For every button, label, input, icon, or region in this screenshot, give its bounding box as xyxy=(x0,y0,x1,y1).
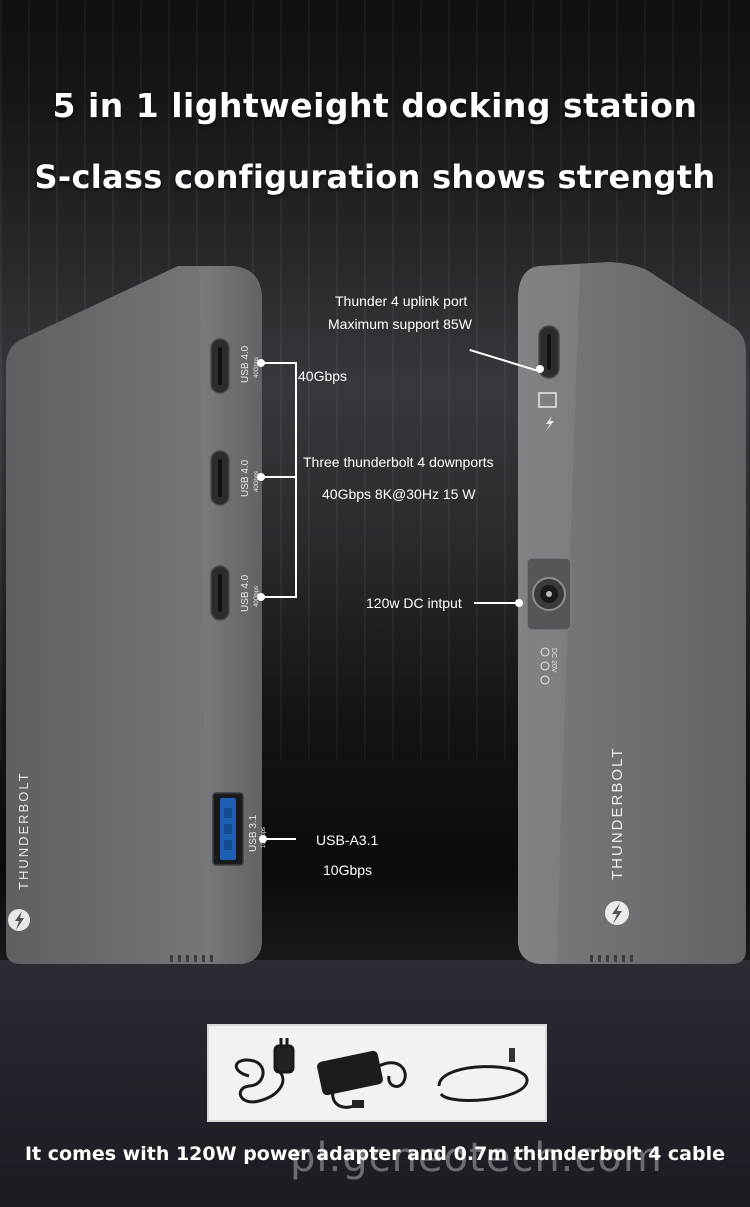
callout-dot xyxy=(536,365,544,373)
callout-dot xyxy=(515,599,523,607)
usb-c-port-1 xyxy=(210,338,230,394)
uplink-spec: Maximum support 85W xyxy=(328,316,472,332)
callout-line xyxy=(262,596,296,598)
right-dock: DC 20V THUNDERBOLT xyxy=(518,262,746,964)
headline-title: 5 in 1 lightweight docking station xyxy=(52,86,698,125)
port-label-4: USB 3.1 xyxy=(248,814,259,852)
dc-input-label: 120w DC intput xyxy=(366,595,462,611)
accessories-caption: It comes with 120W power adapter and 0.7… xyxy=(24,1143,726,1165)
usb-c-port-2 xyxy=(210,450,230,506)
downports-title: Three thunderbolt 4 downports xyxy=(303,454,494,470)
uplink-usb-c-port xyxy=(538,325,560,379)
callout-dot xyxy=(257,593,265,601)
accessories-photo xyxy=(207,1024,547,1122)
port-sublabel-2: 40Gbps xyxy=(254,471,260,492)
usb-a-port xyxy=(212,792,244,866)
usba-speed: 10Gbps xyxy=(323,862,373,878)
callout-line xyxy=(262,362,296,364)
thunderbolt-cable-icon xyxy=(437,1048,529,1102)
callout-dot xyxy=(257,473,265,481)
devices-illustration: USB 4.0 40Gbps USB 4.0 40Gbps USB 4.0 40… xyxy=(6,262,746,964)
headline-subtitle: S-class configuration shows strength xyxy=(34,158,716,196)
monitor-icon xyxy=(538,392,557,408)
right-dock-vents xyxy=(590,955,633,962)
left-thunderbolt-wordmark: THUNDERBOLT xyxy=(16,771,31,890)
downports-spec: 40Gbps 8K@30Hz 15 W xyxy=(322,486,476,502)
accessories-illustration xyxy=(235,1038,529,1109)
bracket-speed-label: 40Gbps xyxy=(298,368,348,384)
right-thunderbolt-logo-icon xyxy=(605,901,629,925)
right-thunderbolt-wordmark: THUNDERBOLT xyxy=(609,747,626,880)
usba-title: USB-A3.1 xyxy=(316,832,379,848)
left-dock-vents xyxy=(170,955,213,962)
watermark: pl.gcneotech.com xyxy=(290,1135,663,1181)
left-thunderbolt-logo-icon xyxy=(8,909,30,931)
callout-line xyxy=(262,476,296,478)
power-cord-icon xyxy=(235,1038,295,1104)
callout-dot xyxy=(257,359,265,367)
callout-line xyxy=(474,602,520,604)
port-label-2: USB 4.0 xyxy=(240,459,251,497)
callout-line xyxy=(264,838,296,840)
polarity-icon xyxy=(540,647,550,685)
usb-c-port-3 xyxy=(210,565,230,621)
bolt-icon xyxy=(546,416,554,431)
callout-dot xyxy=(259,835,267,843)
power-adapter-icon xyxy=(317,1050,407,1109)
port-label-3: USB 4.0 xyxy=(240,574,251,612)
port-sublabel-1: 40Gbps xyxy=(254,357,260,378)
dc-voltage-label: DC 20V xyxy=(550,648,557,673)
callout-bracket xyxy=(295,362,297,598)
port-label-1: USB 4.0 xyxy=(240,345,251,383)
left-dock: USB 4.0 40Gbps USB 4.0 40Gbps USB 4.0 40… xyxy=(6,266,267,964)
uplink-title: Thunder 4 uplink port xyxy=(335,293,468,309)
dc-jack-port xyxy=(526,557,572,631)
